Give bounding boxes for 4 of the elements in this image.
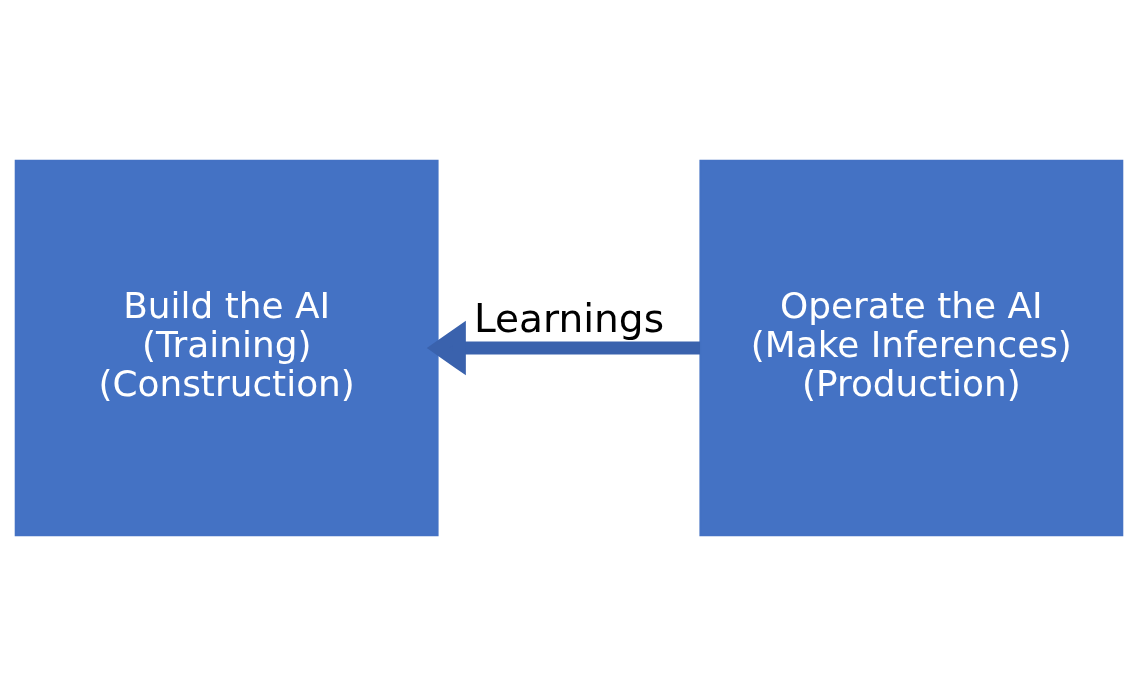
arrow (426, 320, 701, 375)
edge-label: Learnings (473, 295, 665, 341)
node-box: Build the AI (Training) (Construction) (14, 159, 439, 536)
node-box: Operate the AI (Make Inferences) (Production) (699, 159, 1124, 536)
